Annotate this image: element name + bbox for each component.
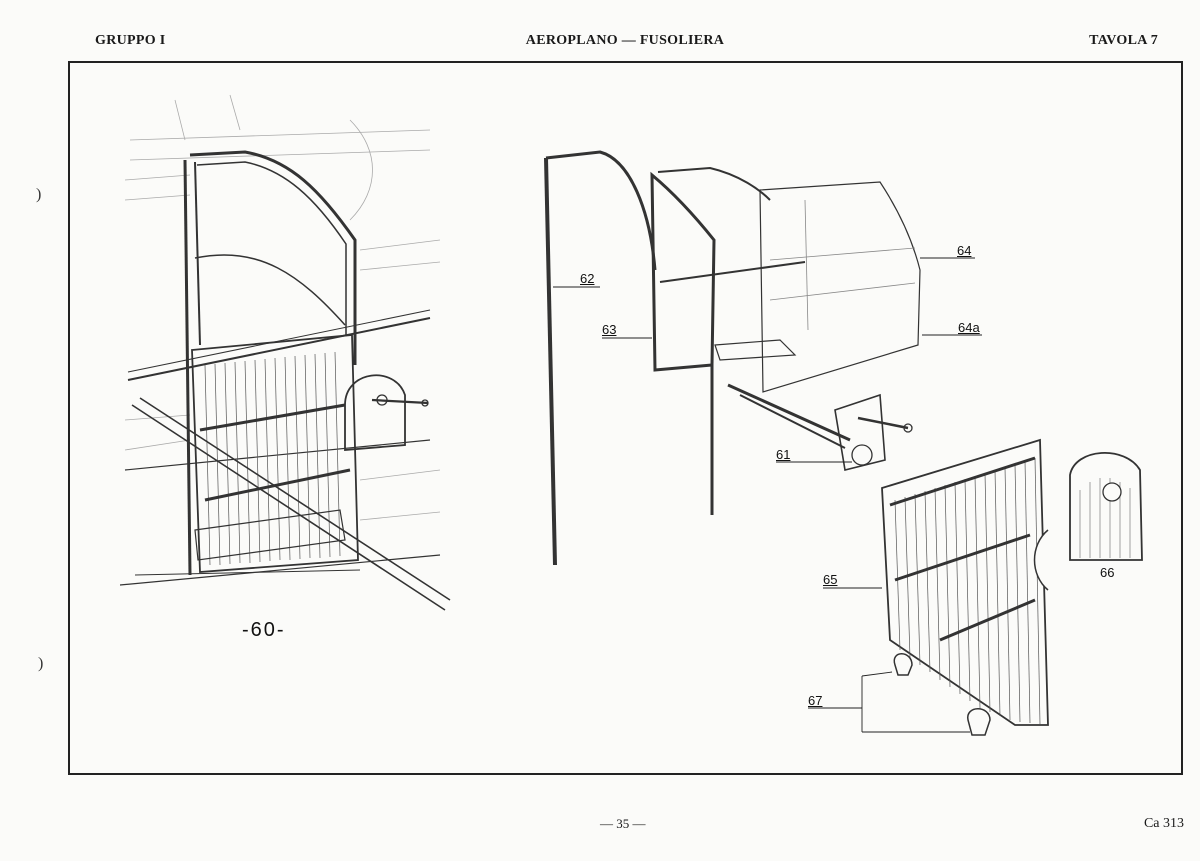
plate-number: TAVOLA 7 (1089, 33, 1158, 48)
group-title: GRUPPO I (95, 33, 166, 48)
page-number: — 35 — (600, 816, 646, 831)
binding-hole-mark: ) (38, 655, 44, 672)
exploded-parts-illustration (544, 150, 1143, 736)
callout-67: 67 (808, 693, 823, 708)
callout-63: 63 (602, 322, 617, 337)
callout-66: 66 (1100, 565, 1115, 580)
drawing-frame (68, 61, 1183, 775)
callout-65: 65 (823, 572, 838, 587)
assembly-figure-label: -60- (242, 619, 286, 641)
leader-lines (553, 257, 982, 733)
callout-62: 62 (580, 271, 595, 286)
section-title: AEROPLANO — FUSOLIERA (525, 33, 725, 48)
binding-hole-mark: ) (36, 186, 42, 203)
callout-64a: 64a (958, 320, 980, 335)
callout-64: 64 (957, 243, 972, 258)
callout-61: 61 (776, 447, 791, 462)
door-assembly-illustration (119, 94, 451, 611)
document-code: Ca 313 (1143, 816, 1184, 831)
